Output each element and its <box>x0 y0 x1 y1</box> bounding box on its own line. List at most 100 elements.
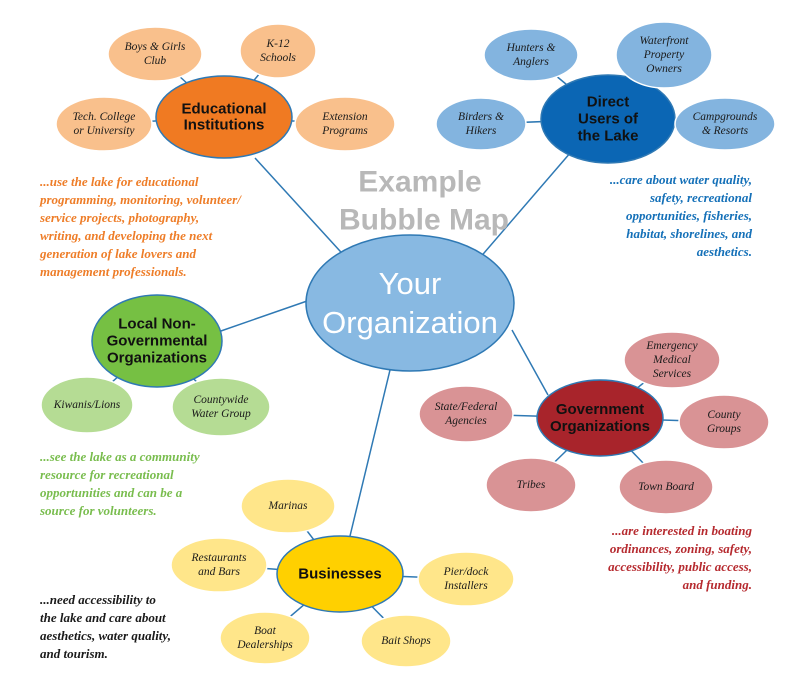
note-line: aesthetics, water quality, <box>40 628 171 643</box>
text-line: Your <box>379 266 442 301</box>
title-line-2: Bubble Map <box>339 204 509 237</box>
gov-leaf-bubble-1-shape <box>623 331 721 389</box>
text-line: County <box>707 409 741 421</box>
lake-hub-bubble-shape <box>540 74 676 164</box>
text-line: Hunters & <box>506 42 556 54</box>
text-line: Water Group <box>191 408 251 420</box>
lake-leaf-label-4: Campgrounds & Resorts <box>693 111 758 137</box>
text-line: State/Federal <box>435 401 498 413</box>
biz-leaf-label-1: Marinas <box>268 500 309 512</box>
spoke-direct-users <box>477 151 572 261</box>
text-line: Restaurants <box>191 552 247 564</box>
text-line: Organization <box>322 305 498 340</box>
text-line: Services <box>653 368 692 380</box>
gov-leaf-bubble-5-shape <box>618 459 714 515</box>
note-line: generation of lake lovers and <box>40 246 196 261</box>
text-line: Businesses <box>298 566 381 583</box>
text-line: Bubble Map <box>339 204 509 237</box>
text-line: Programs <box>321 125 368 137</box>
note-line: and tourism. <box>40 646 108 661</box>
note-line: source for volunteers. <box>40 503 157 518</box>
note-line: management professionals. <box>40 264 187 279</box>
text-line: Schools <box>260 52 296 64</box>
note-line: aesthetics. <box>696 244 752 259</box>
edu-leaf-label-3: Tech. College or University <box>73 111 136 137</box>
edu-leaf-bubble-3-shape <box>55 96 153 152</box>
biz-leaf-bubble-3-shape <box>417 551 515 607</box>
spoke-businesses <box>349 369 391 537</box>
edu-hub-bubble-shape <box>155 75 293 159</box>
spoke-local-ngo <box>217 299 311 333</box>
biz-leaf-bubble-1-shape <box>240 478 336 534</box>
text-line: Medical <box>652 354 691 366</box>
note-line: habitat, shorelines, and <box>626 226 752 241</box>
lake-leaf-label-1: Hunters &Anglers <box>506 42 556 68</box>
note-line: service projects, photography, <box>40 210 200 225</box>
text-line: the Lake <box>578 128 639 145</box>
note-line: safety, recreational <box>649 190 752 205</box>
text-line: Marinas <box>268 500 309 512</box>
note-line: ordinances, zoning, safety, <box>609 541 752 556</box>
text-line: Bait Shops <box>381 635 431 647</box>
text-line: Birders & <box>458 111 504 123</box>
ngo-hub-bubble-shape <box>91 294 223 388</box>
lake-leaf-bubble-3: Birders & Hikers <box>435 97 527 151</box>
text-line: Organizations <box>107 350 207 367</box>
ngo-leaf-label-1: Kiwanis/Lions <box>53 399 121 411</box>
gov-leaf-bubble-5: Town Board <box>618 459 714 515</box>
text-line: Club <box>144 55 167 67</box>
lake-leaf-bubble-3-shape <box>435 97 527 151</box>
gov-leaf-bubble-4: Tribes <box>485 457 577 513</box>
note-line: ...use the lake for educational <box>40 174 199 189</box>
text-line: K-12 <box>266 38 290 50</box>
lake-leaf-bubble-2-shape <box>615 21 713 89</box>
text-line: Campgrounds <box>693 111 758 123</box>
ngo-leaf-bubble-2-shape <box>171 377 271 437</box>
edu-leaf-bubble-2-shape <box>239 23 317 79</box>
text-line: Local Non- <box>118 316 196 333</box>
gov-leaf-bubble-3-shape <box>678 394 770 450</box>
lake-leaf-bubble-4-shape <box>674 97 776 151</box>
edu-leaf-bubble-4-shape <box>294 96 396 152</box>
edu-leaf-bubble-3: Tech. College or University <box>55 96 153 152</box>
note-line: opportunities and can be a <box>40 485 183 500</box>
text-line: Property <box>643 49 685 61</box>
text-line: Government <box>556 401 644 418</box>
text-line: Tech. College <box>73 111 136 123</box>
text-line: Hikers <box>465 125 497 137</box>
note-line: ...need accessibility to <box>40 592 156 607</box>
text-line: Emergency <box>645 340 698 352</box>
text-line: & Resorts <box>702 125 749 137</box>
text-line: Countywide <box>194 394 249 406</box>
text-line: Town Board <box>638 481 694 493</box>
text-line: Governmental <box>107 333 208 350</box>
note-line: the lake and care about <box>40 610 166 625</box>
note-line: resource for recreational <box>40 467 174 482</box>
biz-hub-bubble-shape <box>276 535 404 613</box>
biz-leaf-bubble-2-shape <box>170 537 268 593</box>
text-line: or University <box>73 125 135 137</box>
gov-leaf-bubble-2-shape <box>418 385 514 443</box>
gov-hub-bubble-shape <box>536 379 664 457</box>
ngo-leaf-bubble-1: Kiwanis/Lions <box>40 376 134 434</box>
